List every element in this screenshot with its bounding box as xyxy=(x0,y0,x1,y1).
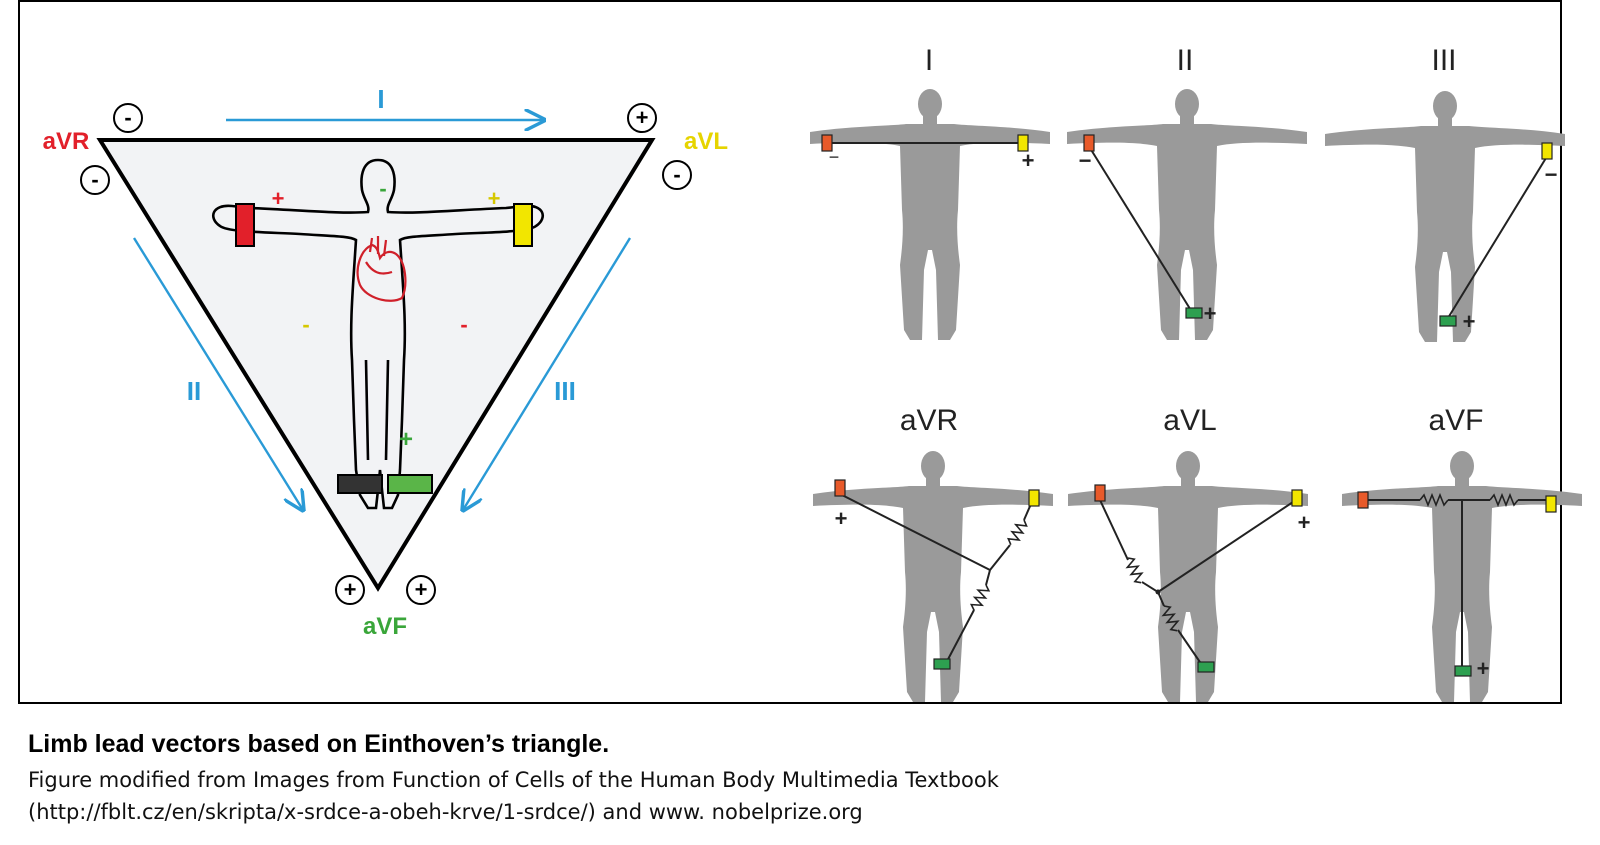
heart-icon xyxy=(356,236,407,302)
circle-minus-avr-side: - xyxy=(80,165,110,195)
electrode-yellow xyxy=(1545,495,1557,513)
body-silhouette xyxy=(1325,91,1565,342)
svg-text:-: - xyxy=(124,105,131,130)
electrode-left-arm xyxy=(513,203,533,247)
sign-minus-yellow: - xyxy=(302,312,309,337)
sign-plus: + xyxy=(835,506,848,531)
circle-plus-avf-right: + xyxy=(406,575,436,605)
sign-minus: − xyxy=(1545,162,1558,187)
body-silhouette xyxy=(813,451,1053,702)
svg-text:+: + xyxy=(415,577,428,602)
electrode-green xyxy=(1454,665,1472,677)
panel-title-aVL: aVL xyxy=(1163,404,1216,437)
sign-plus: + xyxy=(1477,656,1490,681)
electrode-yellow xyxy=(1028,489,1040,507)
electrode-green xyxy=(1185,307,1203,319)
body-silhouette xyxy=(810,89,1050,340)
avf-label: aVF xyxy=(363,613,407,640)
electrode-red xyxy=(1083,134,1095,152)
caption-url-line: (http://fblt.cz/en/skripta/x-srdce-a-obe… xyxy=(28,800,863,824)
svg-text:+: + xyxy=(344,577,357,602)
sign-plus-yellow: + xyxy=(488,186,501,211)
figure-frame xyxy=(18,0,1562,704)
electrode-red xyxy=(834,479,846,497)
panel-title-aVF: aVF xyxy=(1428,404,1483,437)
electrode-yellow xyxy=(1017,134,1029,152)
lead-II-arrow xyxy=(132,237,303,510)
sign-minus-green: - xyxy=(379,176,386,201)
lead-III-arrow xyxy=(463,237,632,510)
caption-title: Limb lead vectors based on Einthoven’s t… xyxy=(28,730,610,758)
panel-lead-aVL: aVL + xyxy=(1068,404,1310,702)
circle-minus-avl-side: - xyxy=(662,160,692,190)
avr-label: aVR xyxy=(43,128,90,155)
panel-lead-III: III + − xyxy=(1325,44,1565,342)
lead-II-label: II xyxy=(187,376,201,406)
electrode-green xyxy=(933,658,951,670)
svg-text:-: - xyxy=(91,167,98,192)
panel-title-II: II xyxy=(1177,44,1194,77)
triangle-outline xyxy=(96,138,656,592)
panel-title-aVR: aVR xyxy=(900,404,958,437)
panel-title-III: III xyxy=(1431,44,1456,77)
sign-plus: + xyxy=(1463,309,1476,334)
electrode-right-leg xyxy=(337,474,383,494)
sign-plus-red: + xyxy=(272,186,285,211)
electrode-red xyxy=(1094,484,1106,502)
electrode-red xyxy=(1357,491,1369,509)
caption-source-line: Figure modified from Images from Functio… xyxy=(28,768,999,792)
electrode-green xyxy=(1197,661,1215,673)
panel-lead-II: II + − xyxy=(1067,44,1307,340)
einthoven-triangle: + + - - - + I II III aVR aVL aVF - - + xyxy=(43,84,728,640)
body-outline xyxy=(211,158,545,510)
lead-I-label: I xyxy=(377,84,384,114)
electrode-right-arm xyxy=(235,203,255,247)
svg-text:-: - xyxy=(673,162,680,187)
electrode-yellow xyxy=(1291,489,1303,507)
sign-plus: + xyxy=(1022,148,1035,173)
panel-lead-aVR: aVR + xyxy=(813,404,1053,702)
sign-minus-red: - xyxy=(460,312,467,337)
sign-minus: − xyxy=(829,147,840,167)
avl-label: aVL xyxy=(684,128,728,155)
sign-plus: + xyxy=(1204,301,1217,326)
circle-plus-avf-left: + xyxy=(335,575,365,605)
sign-plus-green: + xyxy=(399,426,413,453)
sign-plus: + xyxy=(1298,510,1311,535)
electrode-left-leg xyxy=(387,474,433,494)
electrode-green xyxy=(1439,315,1457,327)
electrode-yellow xyxy=(1541,142,1553,160)
circle-minus-avr-top: - xyxy=(113,103,143,133)
panel-title-I: I xyxy=(925,44,933,77)
svg-text:+: + xyxy=(636,105,649,130)
panel-lead-I: I + − xyxy=(810,44,1050,340)
einthoven-diagram: + + - - - + I II III aVR aVL aVF - - + xyxy=(43,44,1582,702)
sign-minus: − xyxy=(1079,148,1092,173)
panel-lead-aVF: aVF + xyxy=(1342,404,1582,702)
circle-plus-avl-top: + xyxy=(627,103,657,133)
electrode-red xyxy=(821,134,833,152)
lead-III-label: III xyxy=(554,376,576,406)
